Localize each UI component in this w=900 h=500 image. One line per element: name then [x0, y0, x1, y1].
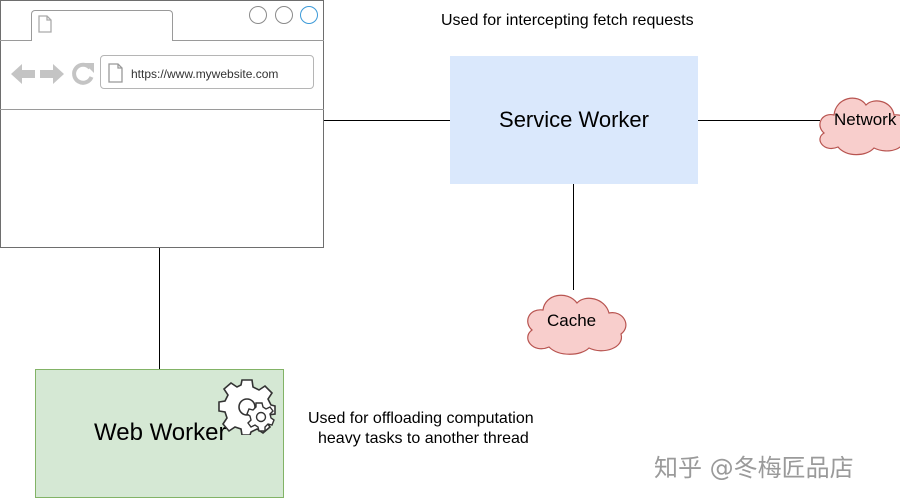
browser-window [0, 0, 324, 248]
window-button-maximize[interactable] [300, 6, 318, 24]
service-worker-note: Used for intercepting fetch requests [441, 12, 694, 29]
cache-cloud [519, 286, 631, 361]
web-worker-note-line2: heavy tasks to another thread [318, 430, 529, 447]
browser-tab[interactable] [31, 10, 173, 40]
tab-document-icon [38, 15, 52, 38]
connector-serviceworker-cache [573, 184, 574, 290]
document-icon [108, 63, 123, 88]
service-worker-box [450, 56, 698, 184]
service-worker-label: Service Worker [499, 107, 649, 132]
watermark: 知乎 @冬梅匠品店 [654, 454, 854, 482]
web-worker-label: Web Worker [94, 419, 227, 446]
window-button-minimize[interactable] [275, 6, 293, 24]
address-bar[interactable] [100, 55, 314, 89]
back-arrow-icon[interactable] [10, 63, 36, 90]
url-text: https://www.mywebsite.com [131, 67, 279, 81]
network-cloud [812, 87, 900, 162]
reload-icon[interactable] [70, 61, 96, 92]
network-label: Network [834, 110, 897, 129]
connector-browser-webworker [159, 248, 160, 369]
connector-browser-serviceworker [324, 120, 450, 121]
gear-icon [218, 377, 276, 440]
forward-arrow-icon[interactable] [39, 63, 65, 90]
web-worker-note-line1: Used for offloading computation [308, 410, 534, 427]
browser-chrome-divider [0, 109, 324, 110]
connector-serviceworker-network [698, 120, 820, 121]
tab-bar-divider-cover [32, 40, 172, 41]
window-button-close[interactable] [249, 6, 267, 24]
cache-label: Cache [547, 311, 597, 330]
